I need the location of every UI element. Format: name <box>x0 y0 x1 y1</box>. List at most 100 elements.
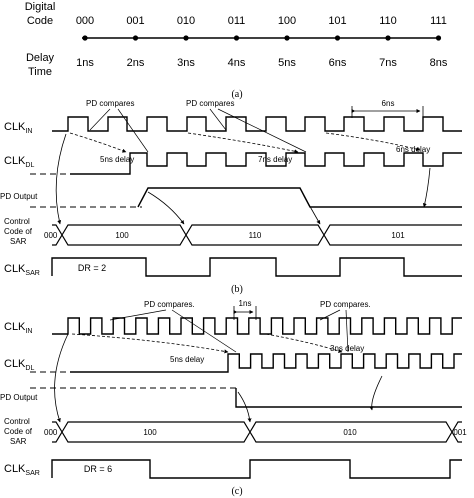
digital-code-3: 011 <box>228 15 246 27</box>
delay-label-5ns-b: 5ns delay <box>100 155 134 164</box>
pd-compare-pointer-b2 <box>117 108 149 153</box>
clk-in-waveform-c <box>52 317 462 335</box>
clk-in-label-b: CLKIN <box>4 121 32 135</box>
control-label-c-1: Control <box>4 417 30 426</box>
cause-arrow-b3 <box>303 195 321 225</box>
clk-sar-label-c: CLKSAR <box>4 463 40 477</box>
delay-time-4: 5ns <box>278 57 296 69</box>
control-label-b-2: Code of <box>4 227 33 236</box>
pd-compare-pointer-c1 <box>109 309 167 321</box>
control-code-bus-c <box>52 421 462 443</box>
cause-arrow-b4 <box>422 167 431 208</box>
clk-dl-waveform-b <box>70 152 462 175</box>
delay-time-label-line2: Time <box>28 66 52 78</box>
pd-compare-pointer-c2 <box>171 309 237 353</box>
digital-code-label-line2: Code <box>27 15 53 27</box>
code-dot-7 <box>435 35 442 41</box>
delay-label-6ns-b: 6ns delay <box>396 145 430 154</box>
code-dot-3 <box>233 35 240 41</box>
code-100-c: 100 <box>143 428 157 437</box>
control-label-b-1: Control <box>4 217 30 226</box>
digital-code-7: 111 <box>430 15 447 27</box>
clk-dl-label-b: CLKDL <box>4 155 34 169</box>
clk-in-label-c: CLKIN <box>4 321 32 335</box>
code-001-c: 001 <box>453 428 467 437</box>
delay-time-6: 7ns <box>379 57 397 69</box>
pd-compare-pointer-c3 <box>319 309 341 321</box>
caption-b: (b) <box>231 284 243 295</box>
delay-time-7: 8ns <box>430 57 448 69</box>
cause-arrow-b2 <box>147 191 185 225</box>
caption-a: (a) <box>231 89 242 100</box>
code-dot-4 <box>284 35 290 41</box>
delay-arrow-5ns-b <box>69 132 127 153</box>
code-labels: 000 001 010 011 100 101 110 111 <box>76 15 447 27</box>
pd-compares-label-b1: PD compares <box>86 99 134 108</box>
control-code-bus-b <box>52 224 462 246</box>
code-100-b: 100 <box>115 231 129 240</box>
delay-labels: 1ns 2ns 3ns 4ns 5ns 6ns 7ns 8ns <box>76 57 448 69</box>
period-label-c: 1ns <box>239 299 252 308</box>
delay-arrow-3ns-c <box>265 333 343 353</box>
delay-arrow-6ns-b <box>325 132 421 152</box>
delay-time-2: 3ns <box>177 57 195 69</box>
code-000-c: 000 <box>44 428 58 437</box>
code-010-c: 010 <box>343 428 357 437</box>
code-000-b: 000 <box>44 231 58 240</box>
clk-in-waveform-b <box>52 116 462 132</box>
code-dot-0 <box>82 35 88 41</box>
pd-compares-label-b2: PD compares <box>186 99 234 108</box>
delay-time-0: 1ns <box>76 57 94 69</box>
clk-sar-label-b: CLKSAR <box>4 263 40 277</box>
pd-compares-label-c2: PD compares. <box>320 300 371 309</box>
code-dot-2 <box>183 35 189 41</box>
delay-time-1: 2ns <box>127 57 145 69</box>
cause-arrow-c1 <box>54 333 69 423</box>
control-label-b-3: SAR <box>10 237 27 246</box>
digital-code-6: 110 <box>379 15 397 27</box>
clk-sar-waveform-c <box>51 459 462 479</box>
delay-time-5: 6ns <box>329 57 347 69</box>
code-110-b: 110 <box>249 231 262 240</box>
pd-output-label-b: PD Output <box>0 192 38 201</box>
clk-dl-waveform-c <box>70 353 462 373</box>
code-axis-dots <box>82 35 442 41</box>
pd-output-waveform-b <box>137 187 462 208</box>
period-label-b: 6ns <box>382 99 395 108</box>
code-dot-5 <box>334 35 341 41</box>
code-101-b: 101 <box>391 231 405 240</box>
delay-label-5ns-c: 5ns delay <box>170 355 204 364</box>
pd-compares-label-c1: PD compares. <box>144 300 195 309</box>
delay-arrow-7ns-b <box>187 132 299 154</box>
delay-time-label-line1: Delay <box>26 52 55 64</box>
caption-c: (c) <box>231 486 242 497</box>
cause-arrow-b1 <box>55 133 67 225</box>
pd-compare-pointer-b4 <box>217 108 307 153</box>
part-c-timing: CLKIN CLKDL PD Output Control Code of SA… <box>0 299 467 497</box>
delay-label-3ns-c: 3ns delay <box>330 344 364 353</box>
digital-code-2: 010 <box>177 15 195 27</box>
pd-compare-pointer-b3 <box>209 108 227 131</box>
pd-output-waveform-c <box>235 388 462 408</box>
delay-arrow-5ns-c <box>71 333 229 354</box>
digital-code-1: 001 <box>126 15 144 27</box>
digital-code-4: 100 <box>278 15 296 27</box>
pd-compare-pointer-c4 <box>345 309 349 353</box>
dr-label-c: DR = 6 <box>84 464 112 474</box>
code-dot-6 <box>385 35 391 41</box>
delay-time-3: 4ns <box>228 57 246 69</box>
code-dot-1 <box>132 35 139 41</box>
part-b-timing: CLKIN CLKDL PD Output Control Code of SA… <box>0 99 462 295</box>
digital-code-label-line1: Digital <box>25 1 56 13</box>
control-label-c-3: SAR <box>10 437 27 446</box>
delay-label-7ns-b: 7ns delay <box>258 155 292 164</box>
dr-label-b: DR = 2 <box>78 263 106 273</box>
part-a-code-table: Digital Code Delay Time 000 001 010 011 100 1… <box>25 1 448 100</box>
digital-code-5: 101 <box>328 15 346 27</box>
clk-sar-waveform-b <box>51 257 462 277</box>
cause-arrow-c3 <box>369 375 383 411</box>
cause-arrow-c2 <box>237 391 252 423</box>
digital-code-0: 000 <box>76 15 94 27</box>
pd-output-label-c: PD Output <box>0 393 38 402</box>
